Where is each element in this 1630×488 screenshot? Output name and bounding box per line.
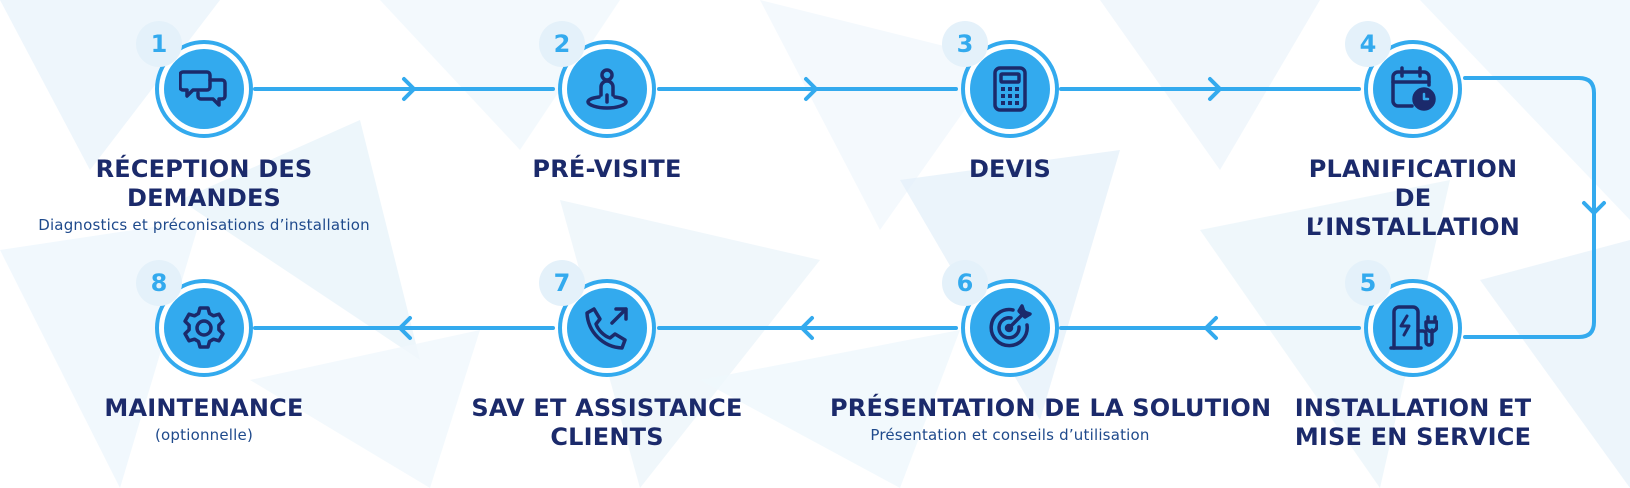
chat-bubbles-icon [179, 70, 227, 107]
ev-charger-icon [1389, 305, 1438, 350]
step-3-number-badge: 3 [942, 21, 988, 67]
phone-outgoing-icon [585, 307, 628, 350]
arrow-right-icon [804, 77, 818, 101]
step-1-title: RÉCEPTION DES DEMANDES Diagnostics et pr… [24, 155, 384, 235]
step-4-icon-ring [1364, 40, 1462, 138]
arrow-down-icon [1582, 201, 1606, 215]
step-2-number-badge: 2 [539, 21, 585, 67]
step-6-title: PRÉSENTATION DE LA SOLUTION Présentation… [830, 394, 1272, 444]
step-7-number-badge: 7 [539, 260, 585, 306]
step-2-title: PRÉ-VISITE [532, 155, 682, 183]
step-4-title: PLANIFICATION DE L’INSTALLATION [1305, 155, 1521, 241]
gear-icon [183, 306, 225, 349]
step-5-number-badge: 5 [1345, 260, 1391, 306]
step-7-icon-ring [558, 279, 656, 377]
step-1-number-badge: 1 [136, 21, 182, 67]
step-8-title: MAINTENANCE (optionnelle) [24, 394, 384, 445]
step-5-title: INSTALLATION ET MISE EN SERVICE [1294, 394, 1532, 451]
step-2-icon-ring [558, 40, 656, 138]
arrow-right-icon [1208, 77, 1222, 101]
arrow-right-icon [402, 77, 416, 101]
arrow-left-icon [1204, 316, 1218, 340]
step-3-icon-ring [961, 40, 1059, 138]
step-1-subtitle: Diagnostics et préconisations d’installa… [38, 216, 370, 234]
location-person-icon [586, 68, 628, 110]
target-arrow-icon [989, 304, 1032, 348]
step-6-subtitle: Présentation et conseils d’utilisation [870, 426, 1150, 444]
step-4-number-badge: 4 [1345, 21, 1391, 67]
arrow-left-icon [398, 316, 412, 340]
step-7-title: SAV ET ASSISTANCE CLIENTS [471, 394, 743, 451]
step-8-number-badge: 8 [136, 260, 182, 306]
calendar-clock-icon [1391, 66, 1436, 111]
step-3-title: DEVIS [968, 155, 1052, 183]
step-8-subtitle: (optionnelle) [154, 426, 254, 444]
arrow-left-icon [800, 316, 814, 340]
calculator-icon [993, 66, 1027, 112]
step-6-number-badge: 6 [942, 260, 988, 306]
connector-4-5 [1463, 76, 1596, 339]
